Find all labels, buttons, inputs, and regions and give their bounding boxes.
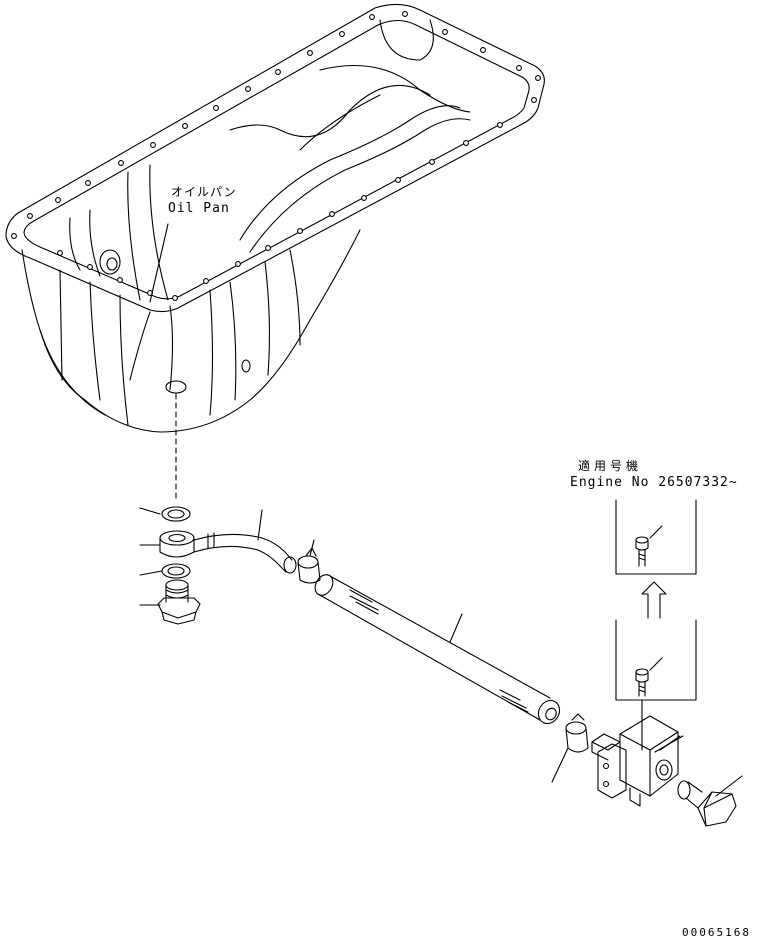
drain-washer-lower — [162, 564, 190, 578]
drain-hose — [312, 571, 564, 727]
hose-clip-left — [298, 540, 320, 583]
flange-bolt-holes — [12, 12, 541, 301]
valve-plug — [678, 776, 742, 826]
oil-pan-label-en: Oil Pan — [168, 201, 230, 216]
change-arrow — [642, 582, 666, 618]
drain-valve — [592, 716, 680, 806]
inset-box-new — [616, 500, 696, 574]
oil-pan-leader — [150, 224, 168, 302]
oil-pan — [6, 4, 544, 432]
valve-leader — [655, 736, 683, 752]
engine-number-label: Engine No 26507332~ — [570, 475, 738, 490]
drawing-code: 00065168 — [682, 926, 751, 939]
drain-plug — [158, 580, 200, 624]
inset-box-old — [616, 620, 696, 700]
bolt-new — [636, 526, 662, 566]
applicable-label-jp: 適用号機 — [578, 459, 643, 473]
oil-pan-label-jp: オイルパン — [171, 185, 237, 199]
drain-washer-upper — [162, 507, 190, 521]
hose-clip-right — [552, 714, 588, 782]
bolt-old — [636, 658, 662, 696]
drain-fitting — [160, 510, 296, 573]
part-leaders-left — [140, 508, 162, 605]
